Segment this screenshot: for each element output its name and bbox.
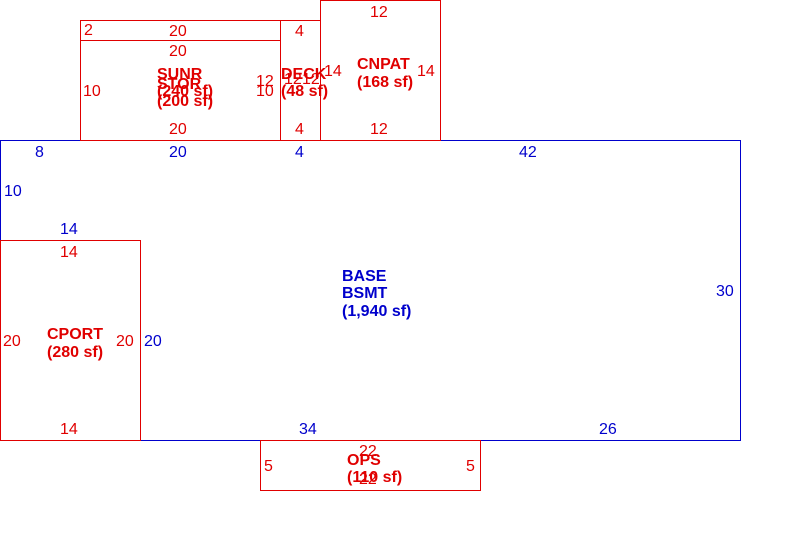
cport-area: (280 sf) [47,344,103,361]
base-area: (1,940 sf) [342,303,411,320]
sunr-dim-bottom: 20 [169,121,187,138]
ops-name: OPS [347,452,381,469]
base-dim-top-a: 20 [169,144,187,161]
stor-dim-corner: 2 [84,22,93,39]
base-dim-bottom-a: 34 [299,421,317,438]
ops-dim-bottom: 22 [359,471,377,488]
cport-dim-bottom: 14 [60,421,78,438]
stor-dim-left: 10 [83,83,101,100]
cnpat-dim-top: 12 [370,4,388,21]
sunr-area: (240 sf) [157,83,213,100]
base-dim-right: 30 [716,283,734,300]
cport-dim-right: 20 [116,333,134,350]
base-name-line1: BASE [342,268,387,285]
deck-dim-bottom: 4 [295,121,304,138]
base-dim-step: 14 [60,221,78,238]
open-porch-outline [260,440,481,491]
stor-dim-top: 20 [169,43,187,60]
cport-dim-top: 14 [60,244,78,261]
cnpat-dim-left: 14 [324,63,342,80]
cnpat-dim-bottom: 12 [370,121,388,138]
ops-dim-right: 5 [466,458,475,475]
base-dim-bottom-b: 26 [599,421,617,438]
base-dim-left-upper: 10 [4,183,22,200]
stor-name: STOR [157,76,202,93]
base-dim-top-b: 4 [295,144,304,161]
ops-area: (110 sf) [347,469,402,486]
sunr-dim-right: 12 [256,73,274,90]
deck-dim-left: 12 [284,71,302,88]
cnpat-name: CNPAT [357,56,410,73]
base-dim-top-c: 42 [519,144,537,161]
stor-area: (200 sf) [157,93,213,110]
ops-dim-top: 22 [359,443,377,460]
ops-dim-left: 5 [264,458,273,475]
sunr-dim-top: 20 [169,23,187,40]
cport-dim-left: 20 [3,333,21,350]
carport-outline [0,240,141,441]
deck-name: DECK [281,66,327,83]
sunr-name: SUNR [157,66,203,83]
deck-area: (48 sf) [281,83,328,100]
stor-dim-right: 10 [256,83,274,100]
deck-dim-right: 12 [302,71,320,88]
deck-dim-top: 4 [295,23,304,40]
cport-name: CPORT [47,326,103,343]
base-name-line2: BSMT [342,285,388,302]
cnpat-dim-right: 14 [417,63,435,80]
base-dim-top-left: 8 [35,144,44,161]
cnpat-area: (168 sf) [357,74,413,91]
base-dim-left-lower: 20 [144,333,162,350]
canopy-patio-outline [320,0,441,141]
